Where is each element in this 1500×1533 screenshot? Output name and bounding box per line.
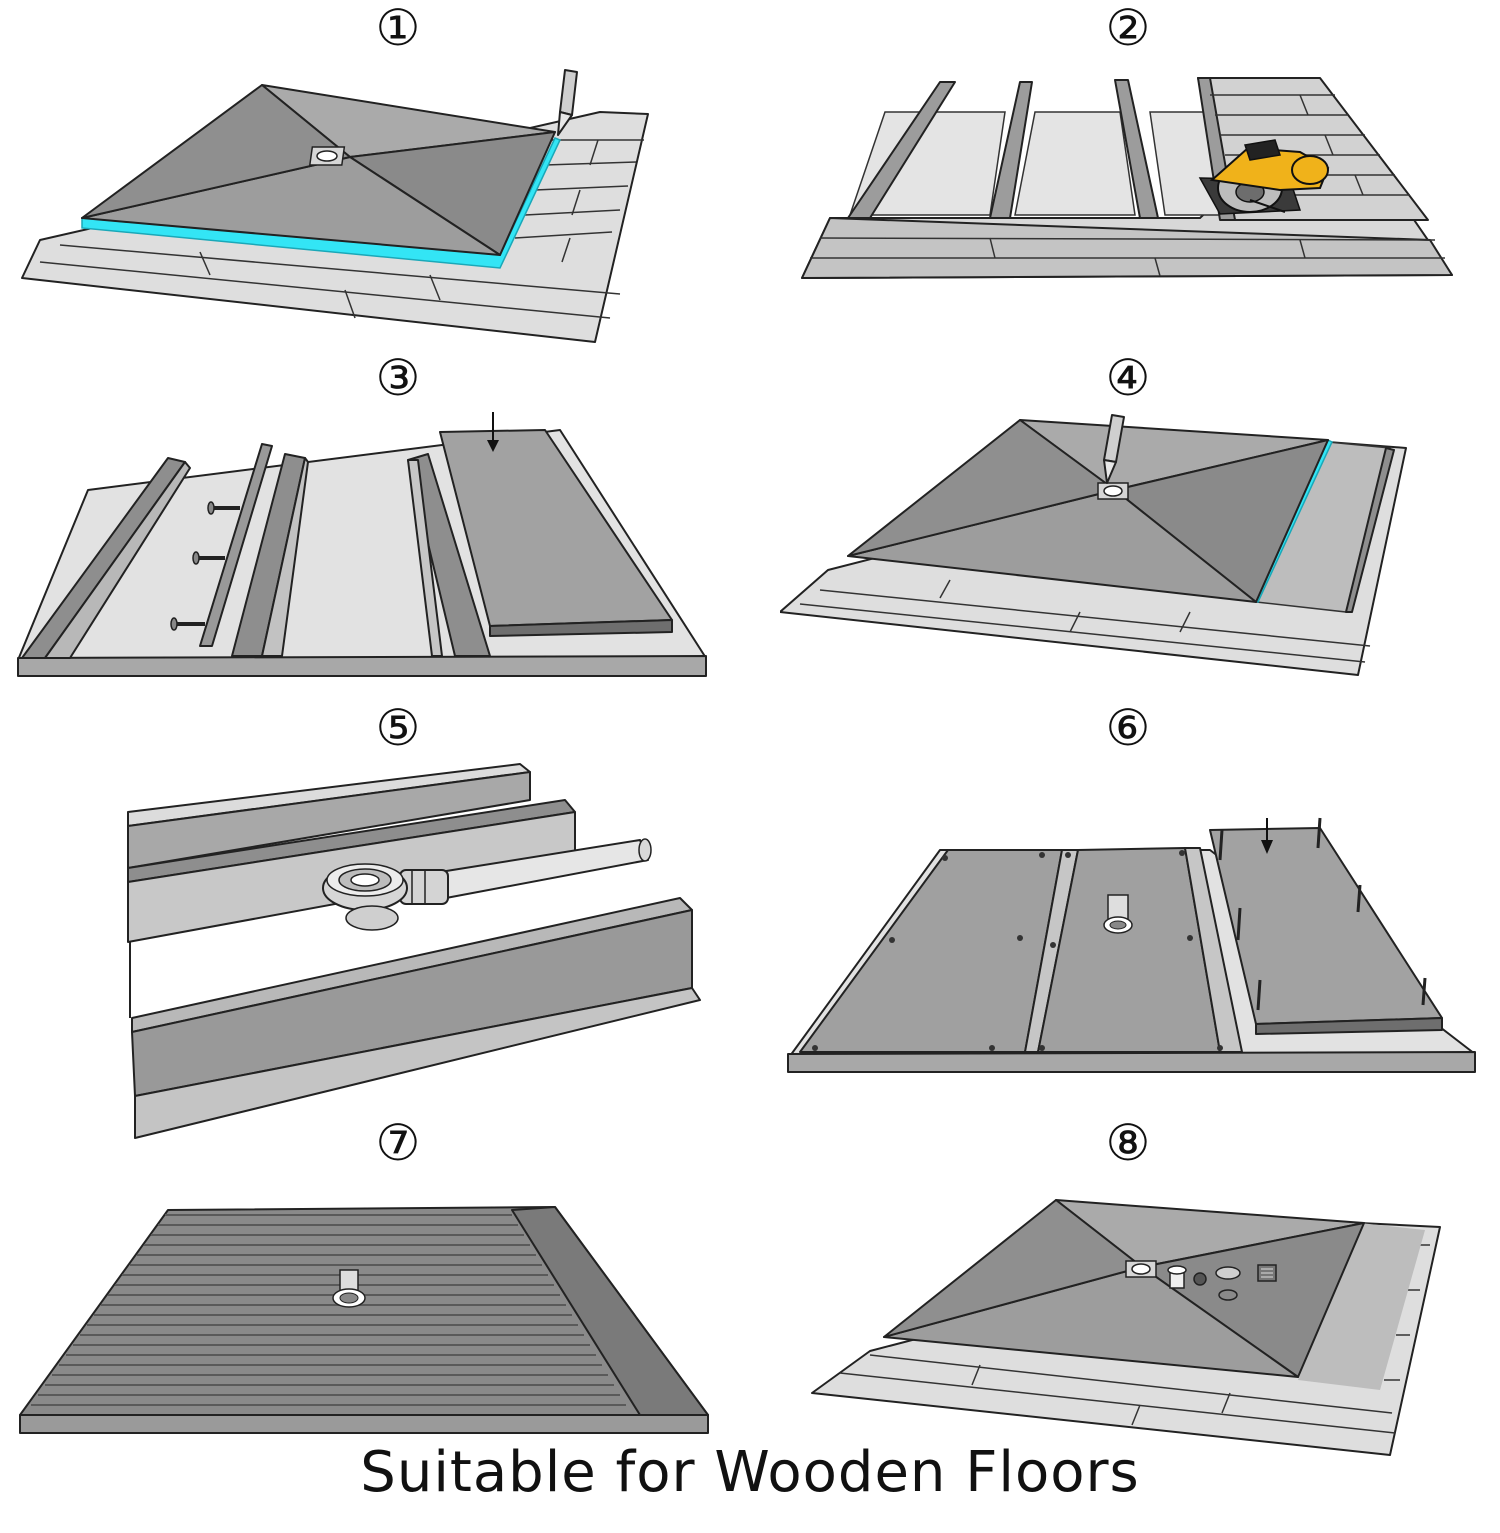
side-strip xyxy=(1298,1223,1425,1390)
side-joist xyxy=(1345,447,1395,613)
pencil-icon xyxy=(557,69,578,136)
screw-icon xyxy=(170,501,240,631)
drain-ring-icon xyxy=(316,150,338,162)
joist-3-face xyxy=(407,459,443,657)
tray-face-left xyxy=(847,419,1116,557)
drain-ring-icon xyxy=(1109,920,1127,930)
step-1-illustration xyxy=(21,69,649,343)
step-3-illustration xyxy=(17,412,707,677)
subfloor-gap-2 xyxy=(1014,111,1136,216)
step-5-number: ⑤ xyxy=(375,699,421,757)
pencil-icon xyxy=(1103,414,1125,484)
joist-1 xyxy=(847,81,956,219)
step-4-number: ④ xyxy=(1105,349,1151,407)
tile-joints xyxy=(39,139,644,319)
subfloor-front-edge xyxy=(17,655,707,677)
board-panel-new-edge xyxy=(1255,1017,1443,1035)
board-panel-edge xyxy=(489,619,673,637)
tray-face-left xyxy=(883,1199,1143,1338)
step-7-panel: ⑦ xyxy=(0,1115,720,1475)
step-6-number: ⑥ xyxy=(1105,699,1151,757)
circular-saw-icon xyxy=(1198,139,1330,215)
step-5-panel: ⑤ xyxy=(0,699,720,1139)
joist-left-1-face xyxy=(44,461,191,659)
tile-joints xyxy=(839,1244,1430,1434)
joist-3 xyxy=(1114,79,1159,219)
screw-dots xyxy=(812,850,1223,1051)
drain-ring-icon xyxy=(339,1292,359,1304)
step-8-illustration xyxy=(811,1199,1441,1456)
arrow-head-icon xyxy=(487,440,499,452)
step-1-number: ① xyxy=(375,0,421,57)
step-3-panel: ③ xyxy=(0,350,720,710)
step-2-panel: ② xyxy=(780,0,1500,360)
joist-3 xyxy=(407,453,491,657)
step-8-number: ⑧ xyxy=(1105,1114,1151,1172)
upper-beam-face xyxy=(127,771,531,869)
step-2-number: ② xyxy=(1105,0,1151,57)
step-5-illustration xyxy=(127,763,701,1139)
step-1-panel: ① xyxy=(0,0,720,360)
step-2-illustration xyxy=(801,77,1453,279)
caption: Suitable for Wooden Floors xyxy=(360,1440,1140,1505)
drain-pipe-icon xyxy=(322,838,652,931)
floor-slats xyxy=(31,1214,626,1406)
board-joints xyxy=(810,237,1445,277)
drain-ring-icon xyxy=(1131,1263,1151,1275)
tray-face-left xyxy=(81,84,351,219)
step-6-panel: ⑥ xyxy=(780,699,1500,1073)
floor-front-edge xyxy=(19,1414,709,1434)
board-panel-1 xyxy=(799,849,1063,1053)
step-3-number: ③ xyxy=(375,349,421,407)
batten-1 xyxy=(199,443,273,647)
tile-joints xyxy=(799,579,1371,663)
joist-2 xyxy=(1184,847,1243,1053)
joist-2-face xyxy=(261,457,309,657)
step-4-illustration xyxy=(780,414,1407,676)
screw-icon xyxy=(1218,817,1427,1011)
arrow-head-icon xyxy=(1261,840,1273,854)
drain-parts-icon xyxy=(1167,1264,1277,1301)
joist-2 xyxy=(989,81,1033,219)
step-8-panel: ⑧ xyxy=(780,1115,1500,1475)
drain-ring-icon xyxy=(1103,485,1123,497)
step-4-panel: ④ xyxy=(780,350,1500,710)
step-7-illustration xyxy=(19,1206,709,1434)
step-6-illustration xyxy=(787,817,1476,1073)
step-7-number: ⑦ xyxy=(375,1114,421,1172)
lower-beam-base xyxy=(134,987,701,1139)
subfloor-front-edge xyxy=(787,1051,1476,1073)
